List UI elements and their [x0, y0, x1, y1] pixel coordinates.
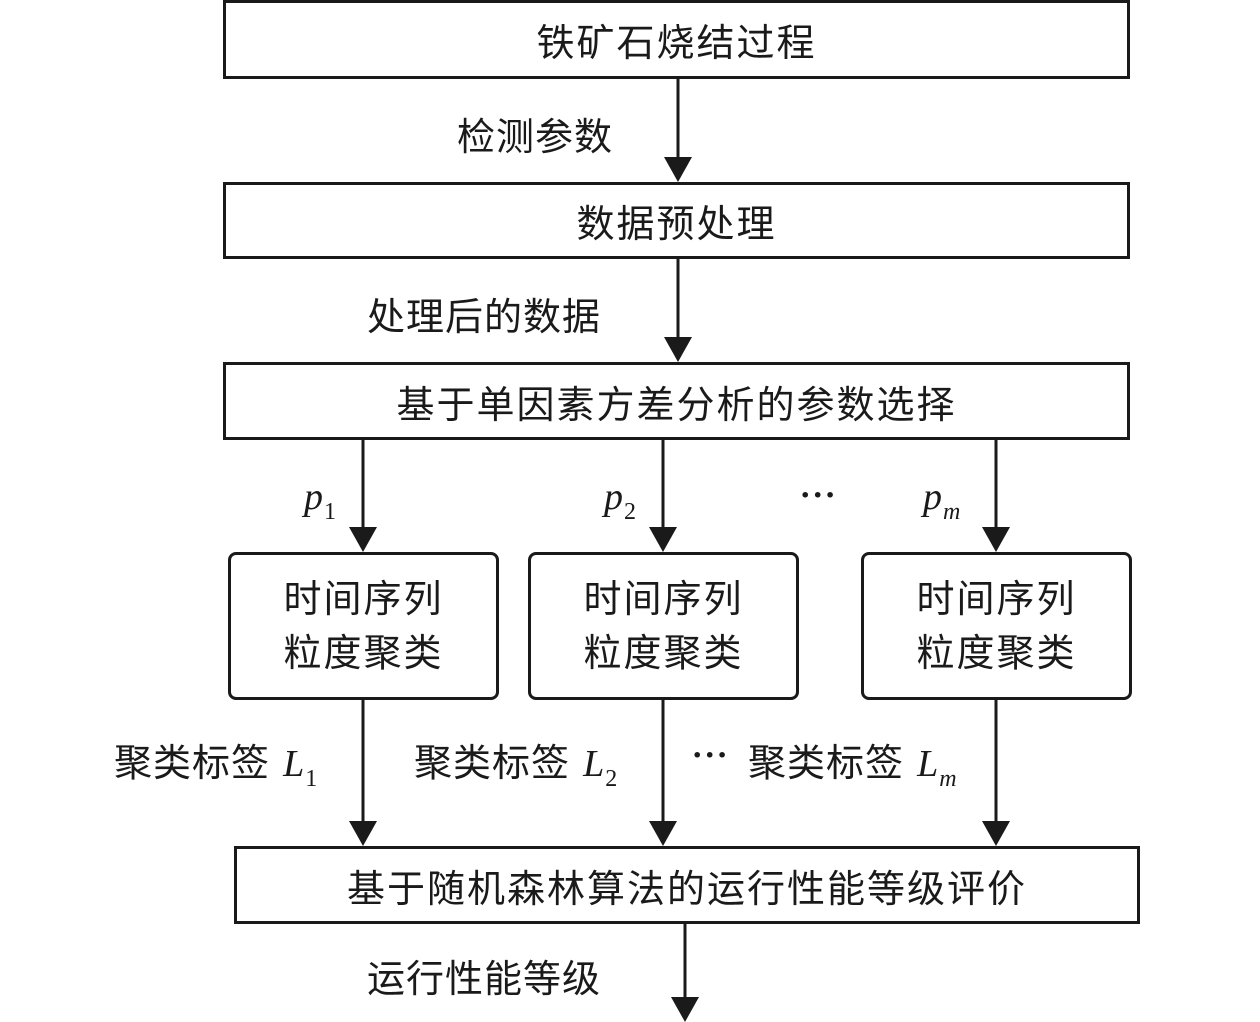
p1-sub: 1: [324, 499, 337, 525]
node-clustering-2-line1: 时间序列: [583, 577, 744, 621]
cluster-label-m-text: 聚类标签: [748, 741, 905, 785]
cluster-label-m-sub: m: [939, 766, 958, 792]
node-clustering-1-line2: 粒度聚类: [283, 631, 444, 675]
node-preprocessing-label: 数据预处理: [576, 202, 777, 246]
p1-var: p: [304, 476, 324, 518]
ellipsis-labels: ···: [692, 738, 730, 773]
edge-label-cluster-label-1: 聚类标签 L1: [114, 732, 318, 792]
cluster-label-1-sub: 1: [305, 766, 319, 792]
pm-sub: m: [943, 499, 962, 525]
edge-label-cluster-label-m: 聚类标签 Lm: [748, 732, 958, 792]
cluster-label-m-var: L: [917, 743, 940, 785]
node-clustering-m-line2: 粒度聚类: [916, 631, 1077, 675]
node-param-selection-label: 基于单因素方差分析的参数选择: [396, 382, 957, 427]
node-evaluation-label: 基于随机森林算法的运行性能等级评价: [346, 866, 1027, 911]
cluster-label-2-text: 聚类标签: [414, 741, 571, 785]
edge-label-processed-data: 处理后的数据: [367, 295, 602, 339]
cluster-label-2-var: L: [583, 743, 606, 785]
cluster-label-1-var: L: [283, 743, 306, 785]
node-clustering-1-line1: 时间序列: [283, 577, 444, 621]
node-clustering-m: 时间序列 粒度聚类: [861, 552, 1132, 700]
edge-label-p2: p2: [604, 474, 637, 525]
cluster-label-1-text: 聚类标签: [114, 741, 271, 785]
edge-label-performance-grade: 运行性能等级: [367, 957, 602, 1001]
p2-sub: 2: [624, 499, 637, 525]
edge-label-cluster-label-2: 聚类标签 L2: [414, 732, 618, 792]
node-preprocessing: 数据预处理: [223, 182, 1130, 259]
cluster-label-2-sub: 2: [605, 766, 619, 792]
edge-label-p1: p1: [304, 474, 337, 525]
edge-label-detection-params: 检测参数: [457, 115, 614, 159]
node-clustering-2-line2: 粒度聚类: [583, 631, 744, 675]
node-clustering-m-line1: 时间序列: [916, 577, 1077, 621]
node-evaluation: 基于随机森林算法的运行性能等级评价: [234, 846, 1140, 924]
edge-label-pm: pm: [923, 474, 961, 525]
node-param-selection: 基于单因素方差分析的参数选择: [223, 362, 1130, 440]
node-clustering-2: 时间序列 粒度聚类: [528, 552, 799, 700]
node-sintering-process-label: 铁矿石烧结过程: [536, 21, 817, 65]
node-sintering-process: 铁矿石烧结过程: [223, 0, 1130, 79]
p2-var: p: [604, 476, 624, 518]
pm-var: p: [923, 476, 943, 518]
node-clustering-1: 时间序列 粒度聚类: [228, 552, 499, 700]
ellipsis-params: ···: [800, 478, 838, 513]
